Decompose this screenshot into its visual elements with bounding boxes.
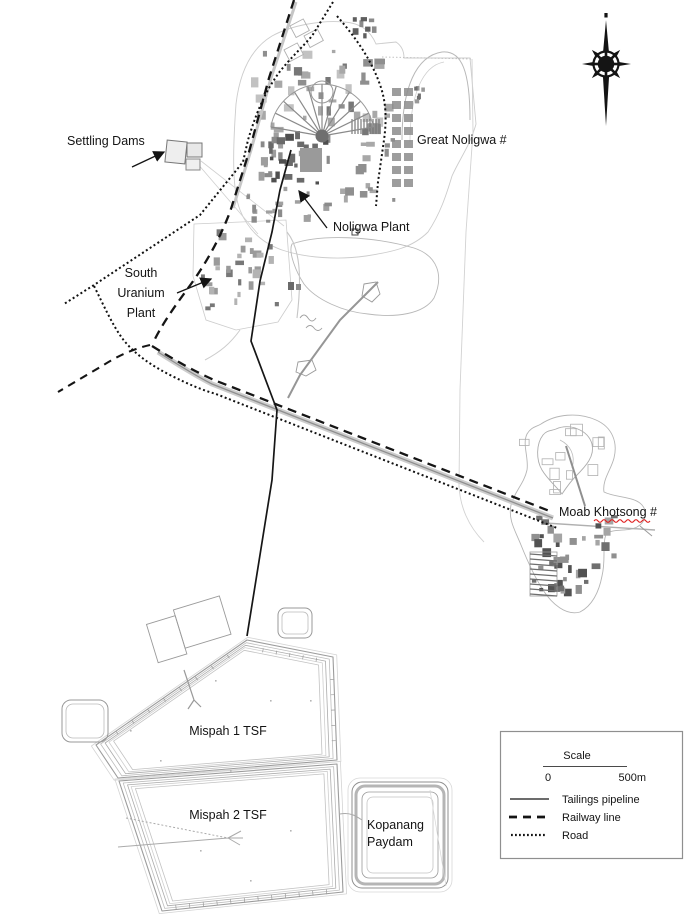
legend: Scale 0 500m Tailings pipeline Railway l… bbox=[499, 730, 684, 860]
pipeline-to-moab bbox=[157, 351, 554, 519]
railway-ballast-north bbox=[231, 1, 298, 209]
building-cluster bbox=[201, 229, 279, 311]
mispah2-decant-arm bbox=[125, 817, 229, 839]
mispah2-outline bbox=[122, 766, 340, 909]
mispah1-outline bbox=[91, 636, 342, 781]
mispah-tsf-complex bbox=[61, 595, 347, 914]
label-kopanang-line2: Paydam bbox=[367, 835, 413, 849]
building-cluster bbox=[519, 423, 605, 496]
small-building bbox=[351, 228, 359, 236]
scale-min-label: 0 bbox=[545, 772, 551, 784]
building-cluster bbox=[352, 17, 377, 39]
mispah1-outline bbox=[95, 639, 338, 779]
railway-line-southeast bbox=[151, 345, 553, 514]
mispah1-outline bbox=[104, 644, 330, 775]
label-moab-khotsong: Moab Khotsong # bbox=[559, 505, 657, 519]
noligwa-plant-arrow bbox=[298, 189, 328, 229]
spellcheck-underline bbox=[593, 519, 651, 523]
building-cluster bbox=[414, 86, 425, 104]
map-structures bbox=[61, 17, 618, 914]
label-settling-dams: Settling Dams bbox=[67, 134, 145, 148]
moab-hatched-block bbox=[529, 551, 558, 597]
settling-dams-structures bbox=[164, 139, 203, 171]
label-south-uranium-line3: Plant bbox=[127, 306, 156, 320]
legend-label-road: Road bbox=[562, 830, 588, 842]
mispah1-outline bbox=[100, 642, 334, 777]
gray-road bbox=[287, 281, 379, 399]
noligwa-site-boundary bbox=[233, 21, 477, 259]
road-east bbox=[336, 15, 387, 207]
mispah1-outline bbox=[113, 649, 323, 770]
label-south-uranium-line2: Uranium bbox=[117, 286, 164, 300]
moab-conveyor bbox=[565, 445, 586, 507]
mispah2-outline bbox=[135, 773, 330, 902]
mispah2-outline bbox=[130, 770, 334, 904]
mispah2-outline bbox=[127, 768, 337, 907]
label-kopanang-line1: Kopanang bbox=[367, 818, 424, 832]
scale-max-label: 500m bbox=[618, 772, 646, 784]
mispah1-outline bbox=[108, 647, 327, 773]
mispah1-decant-arm bbox=[183, 669, 202, 710]
pipeline-corridor-band bbox=[156, 349, 554, 521]
legend-scale-title: Scale bbox=[563, 750, 591, 762]
mispah2-outline bbox=[118, 763, 344, 912]
legend-label-railway-line: Railway line bbox=[562, 812, 621, 824]
railway-line-north bbox=[151, 0, 296, 344]
radial-fan bbox=[270, 80, 374, 143]
label-mispah1-tsf: Mispah 1 TSF bbox=[189, 724, 267, 738]
hostel-rows bbox=[392, 88, 413, 187]
label-noligwa-plant: Noligwa Plant bbox=[333, 220, 410, 234]
south-uranium-plant-arrow bbox=[176, 277, 213, 294]
tank-row bbox=[351, 119, 380, 134]
building-cluster bbox=[340, 138, 396, 203]
label-great-noligwa: Great Noligwa # bbox=[417, 133, 507, 147]
north-compass-icon bbox=[582, 13, 631, 126]
south-uranium-boundary bbox=[192, 219, 293, 331]
road-southeast bbox=[93, 285, 558, 529]
moab-site-boundary bbox=[509, 414, 646, 614]
fence-line-east bbox=[458, 58, 485, 543]
transport-lines bbox=[57, 0, 558, 637]
kopanang-paydam-structure bbox=[339, 777, 453, 893]
mispah2-outline bbox=[114, 761, 347, 914]
noligwa-ne-lobe bbox=[401, 51, 471, 141]
tailings-pipeline bbox=[246, 149, 292, 637]
building-cluster bbox=[246, 186, 332, 223]
pond-outline bbox=[290, 237, 440, 316]
plant-main-block bbox=[300, 148, 322, 172]
annotations: Settling Dams Great Noligwa # Noligwa Pl… bbox=[67, 133, 657, 849]
label-south-uranium-line1: South bbox=[125, 266, 158, 280]
building-cluster bbox=[531, 515, 618, 597]
railway-line-southwest-branch bbox=[57, 343, 151, 393]
label-mispah2-tsf: Mispah 2 TSF bbox=[189, 808, 267, 822]
legend-box bbox=[499, 730, 684, 860]
map-outlines bbox=[192, 21, 656, 614]
legend-label-tailings-pipeline: Tailings pipeline bbox=[562, 794, 640, 806]
settling-dams-arrow bbox=[131, 151, 166, 168]
fence-line-top bbox=[381, 56, 473, 60]
